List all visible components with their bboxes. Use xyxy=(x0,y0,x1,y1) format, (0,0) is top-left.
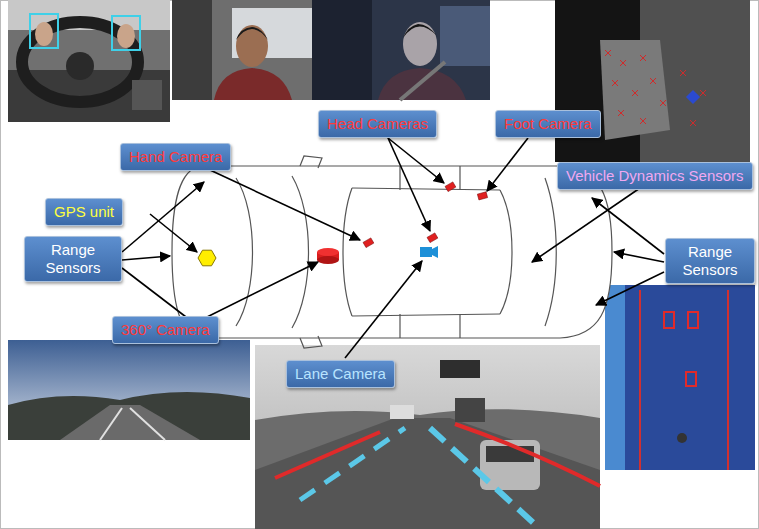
range-plot xyxy=(605,285,755,470)
lane-photo xyxy=(255,345,600,529)
label-box: Foot Camera xyxy=(495,110,601,138)
hand-camera-symbol xyxy=(363,238,374,248)
sensor-label: GPS unit xyxy=(54,203,114,221)
label-box: Range Sensors xyxy=(24,236,122,282)
head-camera-symbol xyxy=(427,233,438,243)
sensor-label: Foot Camera xyxy=(504,115,592,133)
sensor-label: Range Sensors xyxy=(33,241,113,277)
sensor-label: Vehicle Dynamics Sensors xyxy=(566,167,744,185)
label-box: Hand Camera xyxy=(120,143,231,171)
panorama-photo xyxy=(8,340,250,440)
label-box: Head Cameras xyxy=(318,110,437,138)
head-camera-photo xyxy=(172,0,312,100)
label-box: 360° Camera xyxy=(112,316,219,344)
lane-camera-symbol xyxy=(420,246,438,258)
label-box: Range Sensors xyxy=(665,238,755,284)
sensor-label: Head Cameras xyxy=(327,115,428,133)
foot-camera-symbol xyxy=(477,192,487,200)
head-camera-symbol xyxy=(445,182,456,192)
label-box: Vehicle Dynamics Sensors xyxy=(557,162,753,190)
sensor-label: Lane Camera xyxy=(295,365,386,383)
label-box: GPS unit xyxy=(45,198,123,226)
label-box: Lane Camera xyxy=(286,360,395,388)
gps-symbol xyxy=(198,250,216,266)
camera-360-symbol xyxy=(317,248,339,264)
sensor-label: Hand Camera xyxy=(129,148,222,166)
hand-camera-photo xyxy=(8,0,170,122)
sensor-label: 360° Camera xyxy=(121,321,210,339)
sensor-label: Range Sensors xyxy=(674,243,746,279)
head-camera-photo xyxy=(312,0,490,100)
